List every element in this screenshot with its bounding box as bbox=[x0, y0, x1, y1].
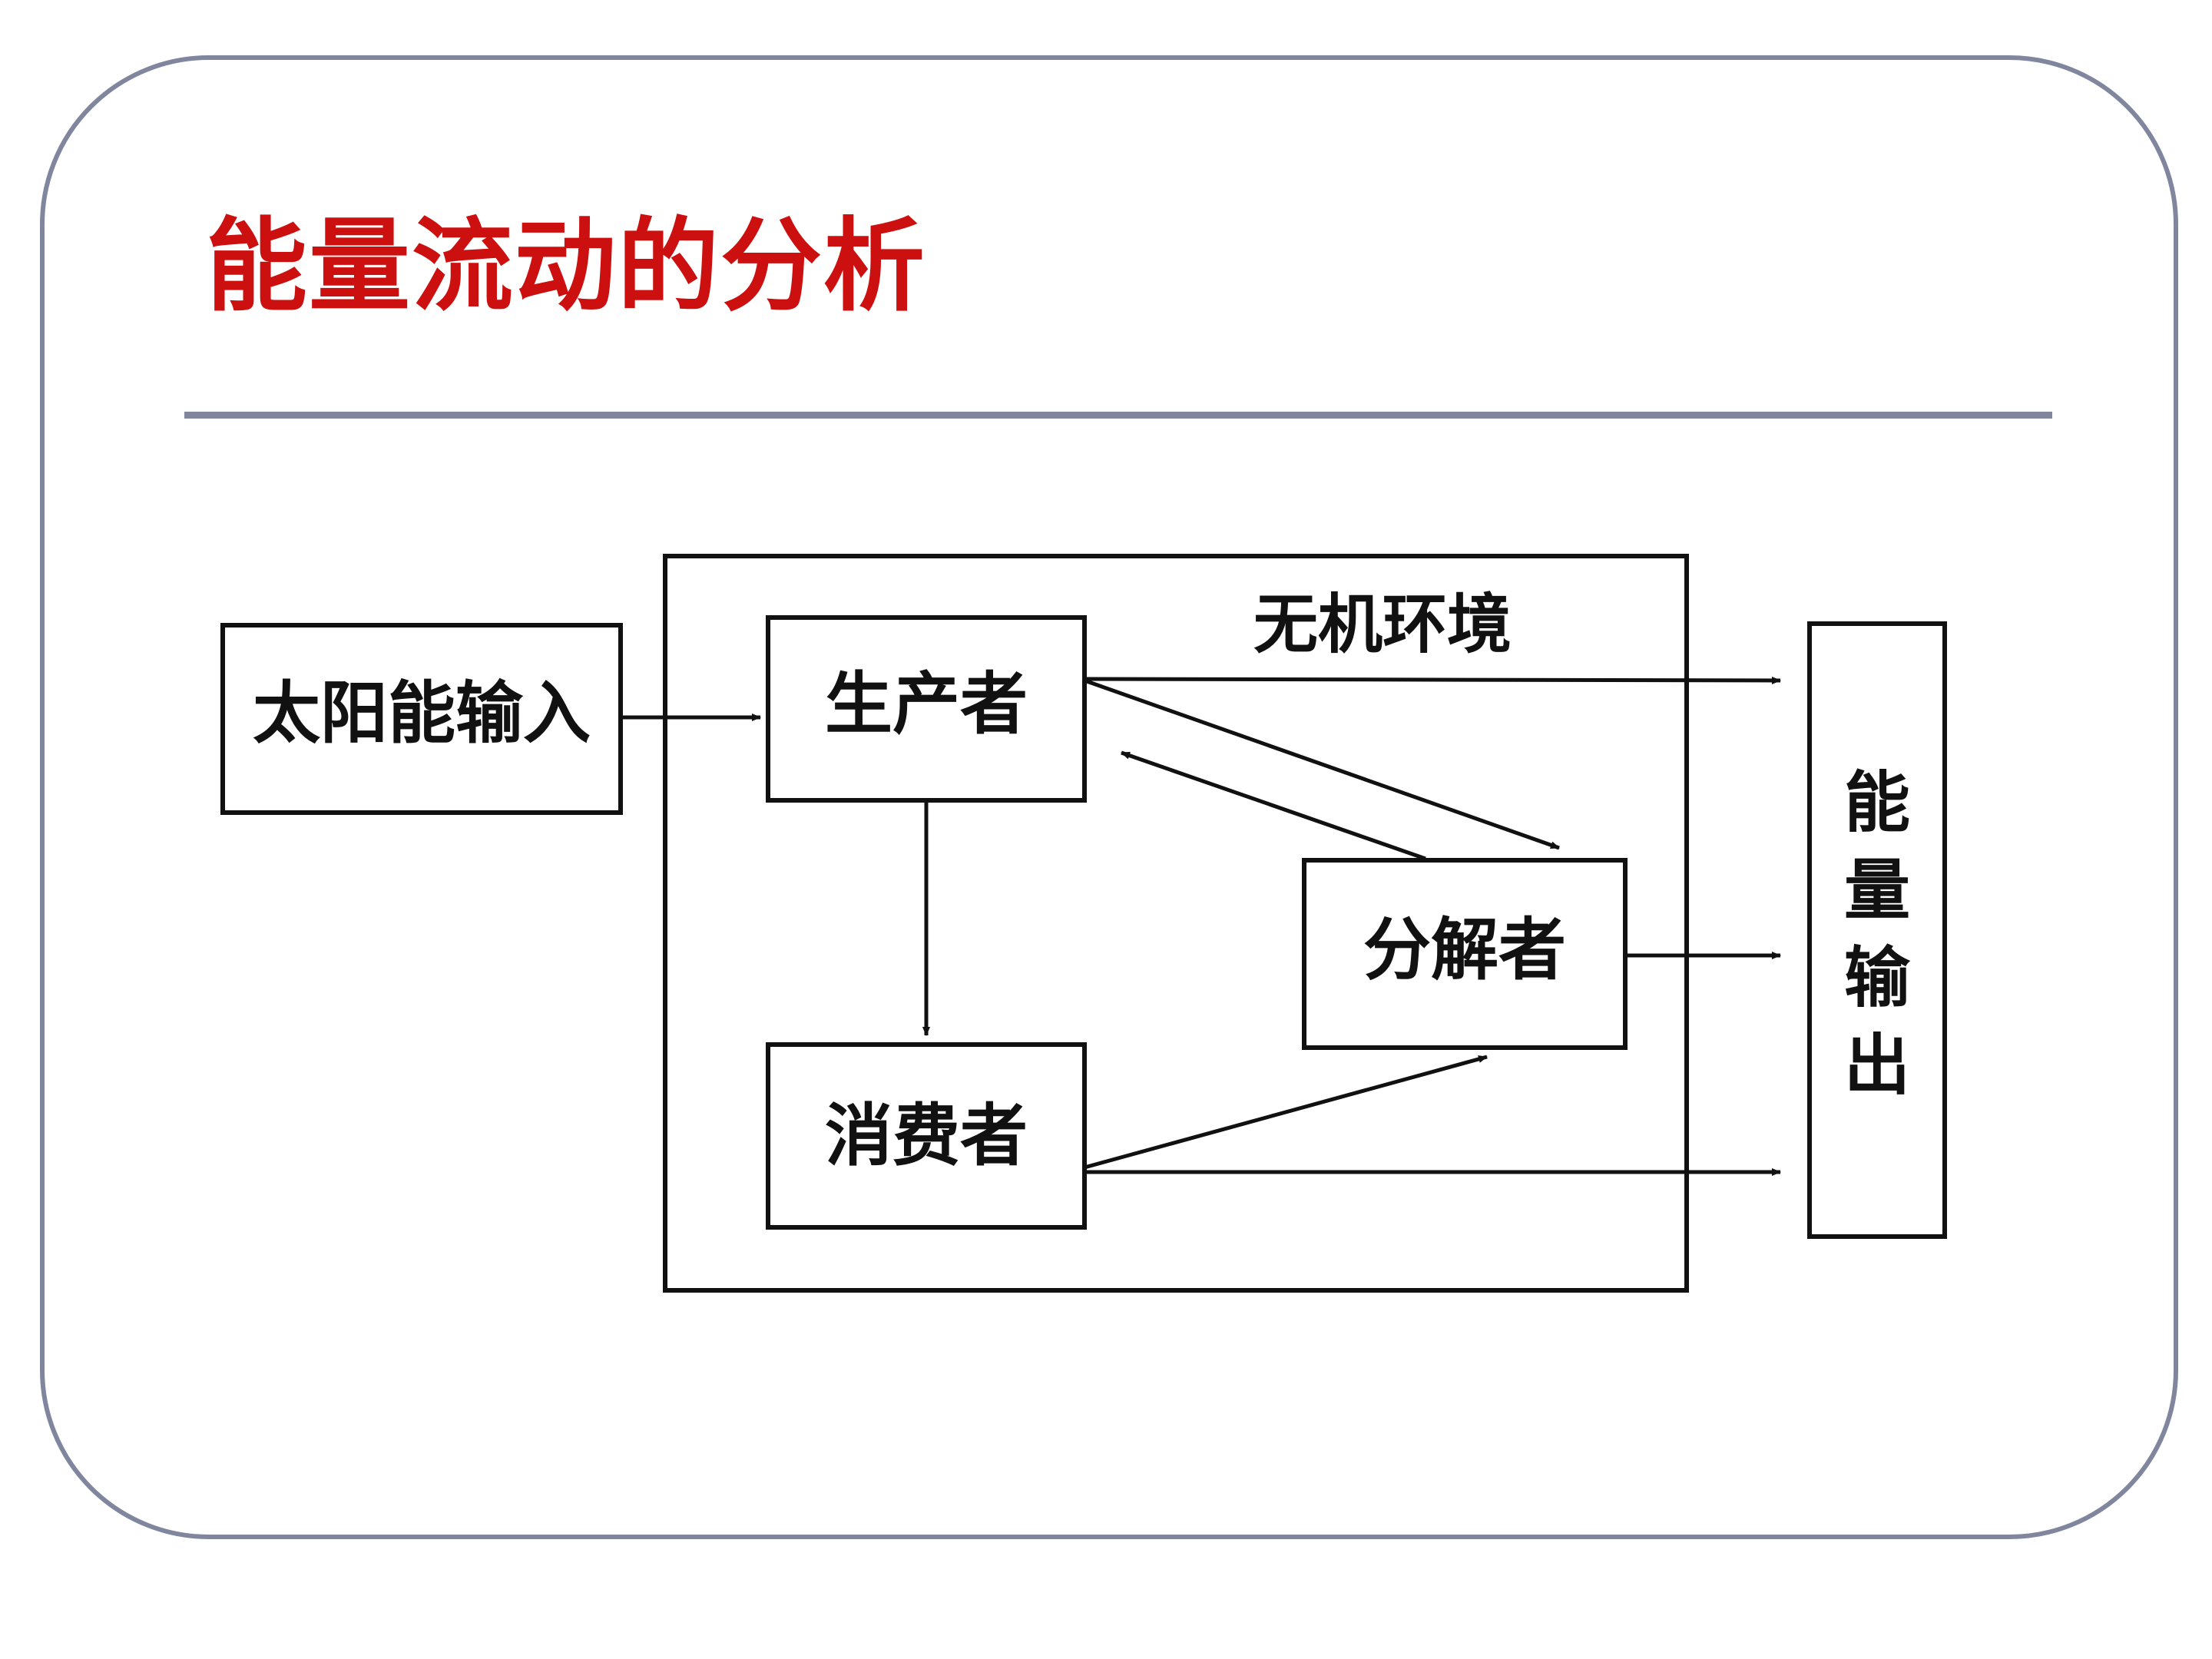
energy-output-char-1: 能 bbox=[1844, 764, 1910, 842]
energy-output-box bbox=[1807, 621, 1947, 1239]
environment-label: 无机环境 bbox=[1253, 586, 1512, 662]
arrow-producer-to-output bbox=[1084, 676, 1781, 684]
arrow-decomposer-to-producer bbox=[1121, 750, 1426, 861]
slide-frame bbox=[40, 55, 2178, 1539]
arrow-producer-to-decomposer bbox=[1084, 678, 1560, 850]
energy-output-char-4: 出 bbox=[1844, 1027, 1910, 1104]
ecosystem-box bbox=[663, 554, 1689, 1293]
consumer-label: 消费者 bbox=[825, 1095, 1028, 1175]
arrow-consumer-to-decomposer bbox=[1084, 1055, 1488, 1170]
energy-output-char-2: 量 bbox=[1844, 852, 1910, 929]
energy-output-char-3: 输 bbox=[1844, 939, 1911, 1017]
slide-title: 能量流动的分析 bbox=[206, 207, 926, 326]
title-divider bbox=[184, 412, 2052, 419]
producer-label: 生产者 bbox=[825, 664, 1028, 743]
solar-input-label: 太阳能输入 bbox=[253, 673, 591, 753]
consumer-box bbox=[766, 1042, 1087, 1230]
decomposer-label: 分解者 bbox=[1363, 909, 1566, 989]
